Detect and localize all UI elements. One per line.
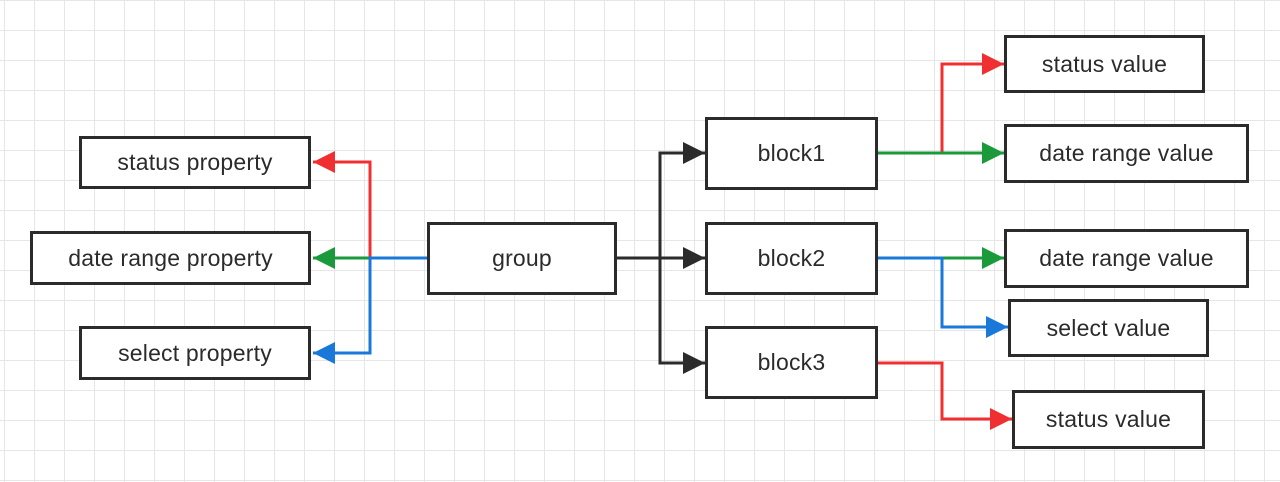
block1-box[interactable]: block1 [705, 117, 878, 190]
date-range-property-box[interactable]: date range property [30, 231, 311, 285]
link-block2-select-value [878, 256, 1008, 338]
select-property-box[interactable]: select property [79, 326, 311, 380]
block3-status-value-box[interactable]: status value [1012, 390, 1205, 449]
block1-status-value-box[interactable]: status value [1004, 35, 1205, 93]
block2-box[interactable]: block2 [705, 222, 878, 295]
date-range-property-label: date range property [68, 244, 273, 271]
block3-status-value-label: status value [1045, 406, 1172, 432]
block2-select-value-label: select value [1046, 314, 1171, 341]
block1-status-value-label: status value [1041, 50, 1168, 77]
link-group-block3 [617, 256, 705, 374]
group-box[interactable]: group [427, 222, 617, 295]
block3-label: block3 [757, 349, 826, 375]
block1-date-range-value-box[interactable]: date range value [1004, 124, 1249, 183]
block2-label: block2 [757, 245, 826, 271]
block2-date-range-value-box[interactable]: date range value [1004, 229, 1249, 288]
block3-box[interactable]: block3 [705, 326, 878, 399]
group-label: group [492, 245, 552, 271]
link-group-select-property [313, 256, 428, 364]
link-group-status-property [313, 151, 428, 260]
link-block1-status-value [878, 53, 1004, 155]
block1-label: block1 [757, 140, 826, 166]
link-group-block1 [617, 142, 705, 260]
block2-select-value-box[interactable]: select value [1008, 299, 1209, 357]
block2-date-range-value-label: date range value [1039, 245, 1214, 271]
block1-date-range-value-label: date range value [1039, 140, 1214, 166]
status-property-label: status property [117, 149, 273, 175]
status-property-box[interactable]: status property [79, 136, 311, 189]
select-property-label: select property [118, 339, 272, 366]
link-block3-status-value [878, 361, 1012, 430]
